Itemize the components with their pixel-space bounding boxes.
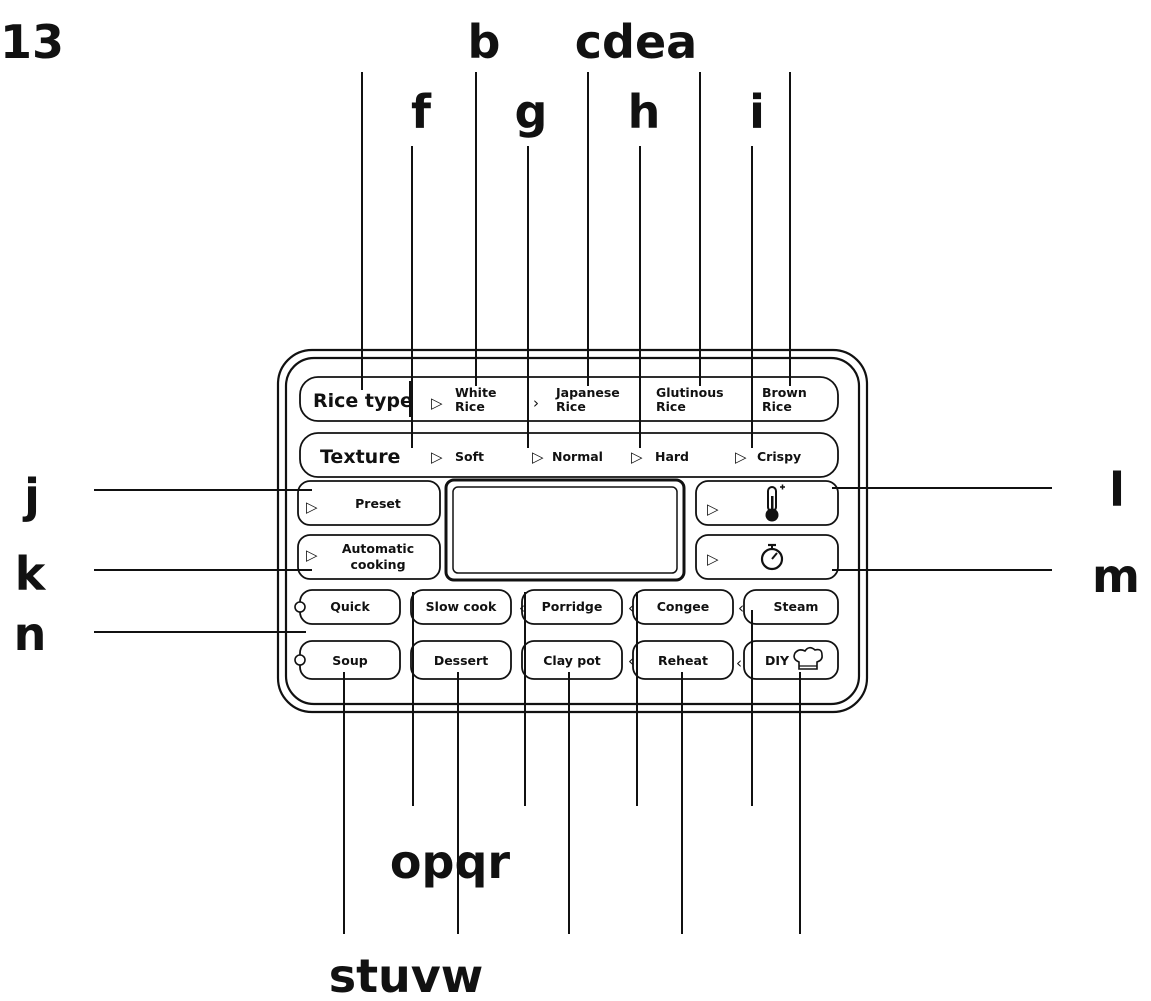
callout-j: j bbox=[22, 469, 40, 523]
leader-lines-bottom bbox=[343, 592, 801, 934]
texture-option-label: Soft bbox=[455, 449, 484, 464]
callout-i: i bbox=[749, 85, 765, 139]
triangle-right-icon: ▷ bbox=[532, 448, 544, 466]
rice-option-line1: Glutinous bbox=[656, 385, 724, 400]
program-button-congee[interactable]: Congee bbox=[632, 589, 734, 625]
triangle-right-icon: ▷ bbox=[431, 448, 443, 466]
program-label: Soup bbox=[332, 653, 367, 668]
leader-lines-sides bbox=[94, 487, 1052, 633]
program-label: Quick bbox=[330, 599, 370, 614]
automatic-cooking-button[interactable]: ▷ Automatic cooking bbox=[297, 534, 441, 580]
figure-number: 13 bbox=[0, 15, 64, 69]
chevron-left-icon: ‹ bbox=[519, 599, 525, 617]
callout-h: h bbox=[628, 85, 661, 139]
chevron-left-icon: ‹ bbox=[628, 652, 634, 670]
program-button-slow-cook[interactable]: Slow cook bbox=[410, 589, 512, 625]
texture-option-crispy[interactable]: ▷ Crispy bbox=[735, 448, 801, 466]
program-label: Porridge bbox=[542, 599, 603, 614]
program-label: Slow cook bbox=[426, 599, 497, 614]
texture-option-label: Crispy bbox=[757, 449, 801, 464]
rice-type-bar bbox=[299, 376, 839, 422]
triangle-right-icon: ▷ bbox=[431, 394, 443, 412]
texture-option-soft[interactable]: ▷ Soft bbox=[431, 448, 484, 466]
rice-type-label: Rice type bbox=[313, 390, 413, 412]
program-label: Reheat bbox=[658, 653, 708, 668]
automatic-cooking-line1: Automatic bbox=[342, 541, 414, 556]
texture-label: Texture bbox=[320, 446, 400, 468]
texture-option-hard[interactable]: ▷ Hard bbox=[631, 448, 689, 466]
rice-option-line1: White bbox=[455, 385, 496, 400]
callout-k: k bbox=[15, 547, 47, 601]
program-button-soup[interactable]: Soup bbox=[299, 640, 401, 680]
rice-option-line2: Rice bbox=[656, 399, 686, 414]
texture-option-normal[interactable]: ▷ Normal bbox=[532, 448, 603, 466]
automatic-cooking-line2: cooking bbox=[350, 557, 405, 572]
rice-option-glutinous[interactable]: Glutinous Rice bbox=[656, 385, 724, 414]
program-button-quick[interactable]: Quick bbox=[299, 589, 401, 625]
preset-label: Preset bbox=[355, 496, 401, 511]
program-button-diy[interactable]: DIY bbox=[743, 640, 839, 680]
texture-option-label: Normal bbox=[552, 449, 603, 464]
chef-hat-icon bbox=[793, 646, 823, 670]
callout-n: n bbox=[14, 607, 47, 661]
chevron-left-icon: ‹ bbox=[736, 654, 742, 672]
program-button-dessert[interactable]: Dessert bbox=[410, 640, 512, 680]
callout-cdea: cdea bbox=[575, 15, 697, 69]
triangle-right-icon: ▷ bbox=[306, 498, 318, 516]
program-label: Clay pot bbox=[543, 653, 601, 668]
texture-option-label: Hard bbox=[655, 449, 689, 464]
triangle-right-icon: ▷ bbox=[306, 546, 318, 564]
leader-lines-top bbox=[361, 72, 791, 448]
callout-l: l bbox=[1109, 463, 1125, 517]
rice-option-white[interactable]: ▷ White Rice bbox=[431, 385, 496, 414]
chevron-left-icon: ‹ bbox=[738, 599, 744, 617]
chevron-left-icon: ‹ bbox=[628, 599, 634, 617]
button-markers: ‹ ‹ ‹ ‹ ‹ bbox=[294, 599, 744, 672]
program-label: Dessert bbox=[434, 653, 488, 668]
rice-option-line1: Japanese bbox=[555, 385, 620, 400]
timer-button[interactable]: ▷ bbox=[695, 534, 839, 580]
temperature-button[interactable]: ▷ bbox=[695, 480, 839, 526]
callout-b: b bbox=[468, 15, 501, 69]
rice-option-line1: Brown bbox=[762, 385, 807, 400]
callout-f: f bbox=[411, 85, 432, 139]
triangle-right-icon: ▷ bbox=[707, 500, 719, 518]
display-screen bbox=[444, 478, 686, 582]
callout-g: g bbox=[515, 85, 548, 139]
callout-opqr: opqr bbox=[390, 835, 510, 889]
program-button-clay-pot[interactable]: Clay pot bbox=[521, 640, 623, 680]
rice-option-line2: Rice bbox=[455, 399, 485, 414]
program-label: Steam bbox=[774, 599, 819, 614]
rice-option-line2: Rice bbox=[762, 399, 792, 414]
rice-option-brown[interactable]: Brown Rice bbox=[762, 385, 807, 414]
triangle-right-icon: ▷ bbox=[735, 448, 747, 466]
preset-button[interactable]: ▷ Preset bbox=[297, 480, 441, 526]
texture-bar bbox=[299, 432, 839, 478]
rice-option-japanese[interactable]: › Japanese Rice bbox=[533, 385, 620, 414]
program-button-porridge[interactable]: Porridge bbox=[521, 589, 623, 625]
program-button-steam[interactable]: Steam bbox=[743, 589, 839, 625]
program-label: DIY bbox=[765, 653, 790, 668]
rice-option-line2: Rice bbox=[556, 399, 586, 414]
chevron-right-icon: › bbox=[533, 394, 539, 412]
callout-m: m bbox=[1092, 549, 1140, 603]
stopwatch-icon bbox=[760, 543, 784, 571]
triangle-right-icon: ▷ bbox=[631, 448, 643, 466]
thermometer-icon bbox=[765, 484, 785, 522]
callout-stuvw: stuvw bbox=[329, 949, 484, 1001]
triangle-right-icon: ▷ bbox=[707, 550, 719, 568]
program-label: Congee bbox=[657, 599, 710, 614]
